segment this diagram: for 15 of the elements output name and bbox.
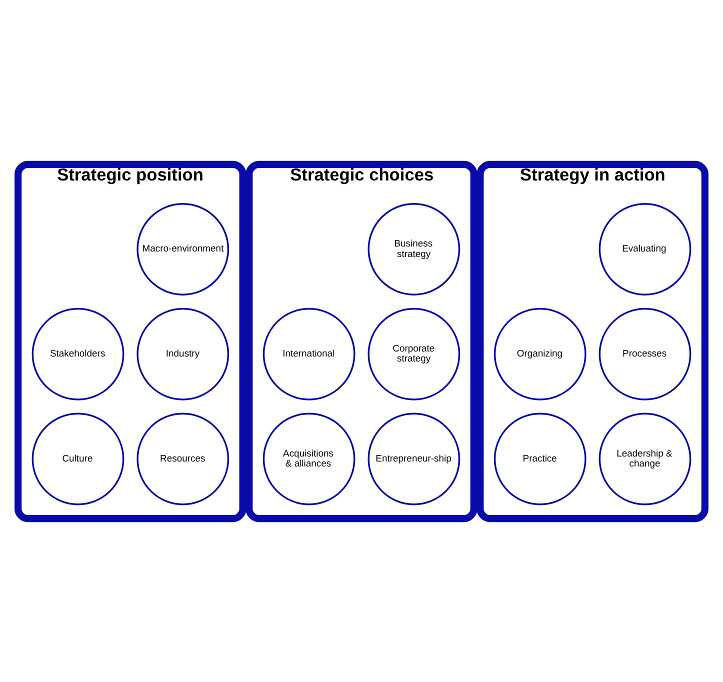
- node-circle: Culture: [32, 412, 124, 505]
- node-circle: Industry: [136, 307, 230, 400]
- node-circle: Resources: [136, 412, 230, 505]
- node-circle: Business strategy: [368, 202, 460, 295]
- node-circle: Organizing: [494, 307, 586, 400]
- node-circle: Stakeholders: [32, 307, 124, 400]
- node-circle: Leadership & change: [598, 412, 692, 505]
- node-circle: Practice: [494, 412, 586, 505]
- node-circle: Evaluating: [598, 202, 692, 295]
- node-circle: Entrepreneur-ship: [368, 412, 460, 505]
- node-circle: Macro-environment: [136, 202, 230, 295]
- node-circle: Acquisitions & alliances: [262, 412, 356, 505]
- node-circle: Corporate strategy: [368, 307, 460, 400]
- node-circle: International: [262, 307, 356, 400]
- node-circle: Processes: [598, 307, 692, 400]
